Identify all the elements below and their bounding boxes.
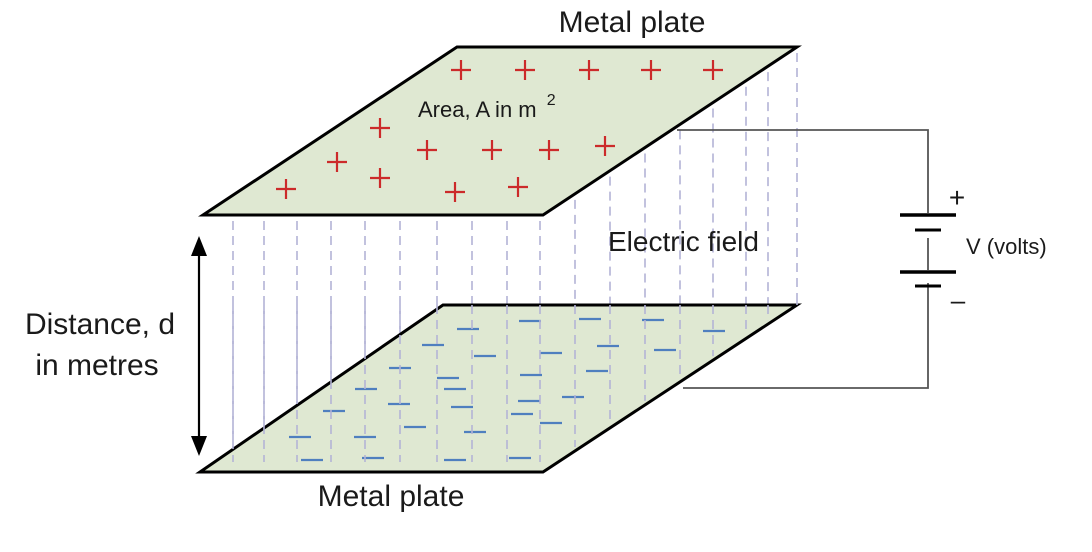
area-label-text: Area, A in m xyxy=(418,97,537,122)
positive-charge-sign xyxy=(370,168,390,188)
top-plate-label: Metal plate xyxy=(559,6,706,39)
positive-charge-sign xyxy=(641,60,661,80)
electric-field-lines-front xyxy=(232,301,798,462)
distance-arrow-head-up xyxy=(191,236,207,256)
area-label-superscript: 2 xyxy=(547,92,556,109)
positive-charge-sign xyxy=(482,140,502,160)
positive-charge-sign xyxy=(595,136,615,156)
voltage-label: V (volts) xyxy=(966,234,1047,259)
positive-charge-sign xyxy=(417,140,437,160)
battery-symbol xyxy=(900,213,956,288)
distance-arrow-head-down xyxy=(191,436,207,456)
positive-charge-sign xyxy=(703,60,723,80)
positive-charge-sign xyxy=(539,140,559,160)
battery-plus-sign: + xyxy=(949,182,965,213)
positive-charge-sign xyxy=(276,179,296,199)
bottom-plate-label: Metal plate xyxy=(318,480,465,513)
top-wire xyxy=(677,129,929,213)
positive-charge-sign xyxy=(451,60,471,80)
positive-charge-sign xyxy=(445,182,465,202)
positive-charges xyxy=(276,60,723,202)
area-label: Area, A in m 2 xyxy=(418,92,556,122)
positive-charge-sign xyxy=(579,60,599,80)
distance-label-line2: in metres xyxy=(35,349,158,382)
bottom-metal-plate xyxy=(195,303,803,474)
positive-charge-sign xyxy=(327,152,347,172)
battery-minus-sign: – xyxy=(951,285,966,315)
positive-charge-sign xyxy=(515,60,535,80)
distance-arrow xyxy=(191,236,207,456)
positive-charge-sign xyxy=(508,177,528,197)
circuit-wires xyxy=(677,129,929,389)
top-metal-plate xyxy=(198,45,802,217)
positive-charge-sign xyxy=(370,118,390,138)
negative-charges xyxy=(289,317,725,462)
bottom-wire xyxy=(683,283,929,389)
distance-label-line1: Distance, d xyxy=(25,308,175,341)
electric-field-label: Electric field xyxy=(608,226,759,257)
